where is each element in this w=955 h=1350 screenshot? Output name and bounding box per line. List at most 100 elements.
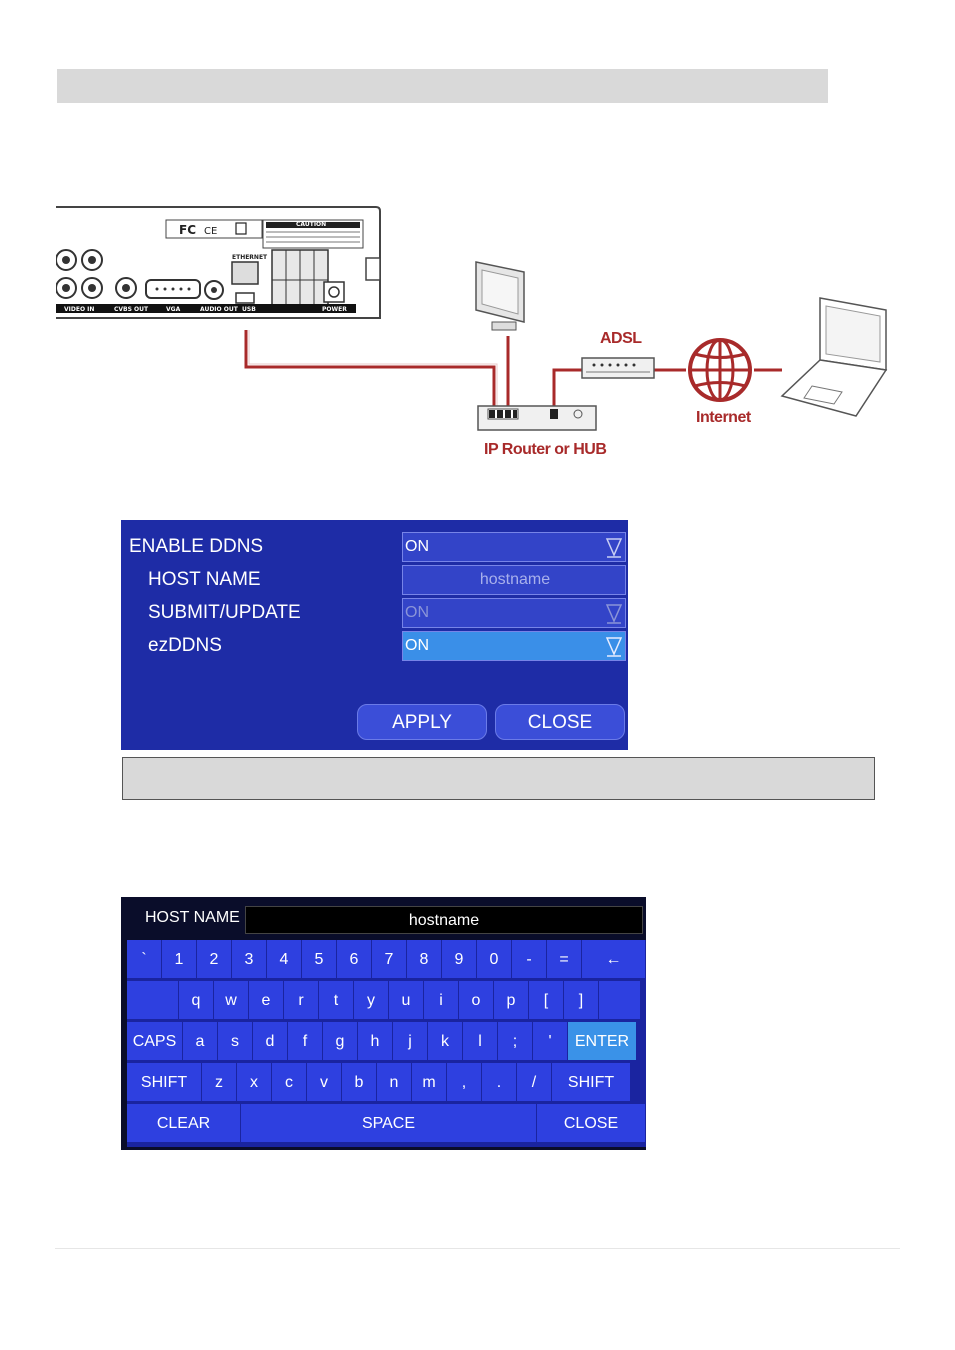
key-clear[interactable]: CLEAR <box>127 1104 241 1143</box>
ezddns-select[interactable]: ON <box>402 631 626 661</box>
key-blank[interactable] <box>599 981 641 1020</box>
submit-update-label: SUBMIT/UPDATE <box>148 602 301 623</box>
svg-text:FC: FC <box>179 223 196 237</box>
key-equals[interactable]: = <box>547 940 582 979</box>
panel-label-audio-out: AUDIO OUT <box>200 306 238 313</box>
enable-ddns-select[interactable]: ON <box>402 532 626 562</box>
key-caps[interactable]: CAPS <box>127 1022 183 1061</box>
router-icon <box>477 405 597 431</box>
close-button[interactable]: CLOSE <box>495 704 625 740</box>
svg-text:CE: CE <box>204 226 217 237</box>
key-semicolon[interactable]: ; <box>498 1022 533 1061</box>
key-shift[interactable]: SHIFT <box>127 1063 202 1102</box>
key-4[interactable]: 4 <box>267 940 302 979</box>
panel-label-usb: USB <box>242 306 256 313</box>
key-e[interactable]: e <box>249 981 284 1020</box>
host-name-label: HOST NAME <box>148 569 261 590</box>
key-h[interactable]: h <box>358 1022 393 1061</box>
key-close[interactable]: CLOSE <box>537 1104 646 1143</box>
ezddns-label: ezDDNS <box>148 635 222 656</box>
key-1[interactable]: 1 <box>162 940 197 979</box>
key-quote[interactable]: ' <box>533 1022 568 1061</box>
key-a[interactable]: a <box>183 1022 218 1061</box>
adsl-label: ADSL <box>600 330 642 347</box>
ddns-settings-panel: ENABLE DDNS ON HOST NAME hostname SUBMIT… <box>121 520 628 750</box>
panel-label-power: POWER <box>322 306 347 313</box>
key-v[interactable]: v <box>307 1063 342 1102</box>
key-x[interactable]: x <box>237 1063 272 1102</box>
key-o[interactable]: o <box>459 981 494 1020</box>
key-d[interactable]: d <box>253 1022 288 1061</box>
key-l[interactable]: l <box>463 1022 498 1061</box>
key-2[interactable]: 2 <box>197 940 232 979</box>
key-k[interactable]: k <box>428 1022 463 1061</box>
key-n[interactable]: n <box>377 1063 412 1102</box>
key-space[interactable]: SPACE <box>241 1104 537 1143</box>
key-3[interactable]: 3 <box>232 940 267 979</box>
submit-update-select[interactable]: ON <box>402 598 626 628</box>
key-8[interactable]: 8 <box>407 940 442 979</box>
key-j[interactable]: j <box>393 1022 428 1061</box>
key-t[interactable]: t <box>319 981 354 1020</box>
key-blank[interactable] <box>127 981 179 1020</box>
key-5[interactable]: 5 <box>302 940 337 979</box>
key-minus[interactable]: - <box>512 940 547 979</box>
dropdown-arrow-icon <box>605 604 623 624</box>
dropdown-arrow-icon <box>605 538 623 558</box>
internet-label: Internet <box>696 409 751 426</box>
key-w[interactable]: w <box>214 981 249 1020</box>
key-9[interactable]: 9 <box>442 940 477 979</box>
apply-button[interactable]: APPLY <box>357 704 487 740</box>
key-i[interactable]: i <box>424 981 459 1020</box>
key-f[interactable]: f <box>288 1022 323 1061</box>
footer-divider <box>55 1248 900 1249</box>
enable-ddns-value: ON <box>405 538 429 555</box>
key-g[interactable]: g <box>323 1022 358 1061</box>
key-enter[interactable]: ENTER <box>568 1022 637 1061</box>
router-label: IP Router or HUB <box>484 441 607 458</box>
key-z[interactable]: z <box>202 1063 237 1102</box>
key-6[interactable]: 6 <box>337 940 372 979</box>
section-header-bar <box>57 69 828 103</box>
key-shift[interactable]: SHIFT <box>552 1063 631 1102</box>
host-name-input[interactable]: hostname <box>402 565 626 595</box>
monitor-icon <box>475 261 525 331</box>
dropdown-arrow-icon <box>605 637 623 657</box>
globe-icon <box>688 338 752 402</box>
laptop-icon <box>780 297 888 417</box>
enable-ddns-label: ENABLE DDNS <box>129 536 264 557</box>
key-backtick[interactable]: ` <box>127 940 162 979</box>
key-backspace[interactable]: ← <box>582 940 646 979</box>
key-0[interactable]: 0 <box>477 940 512 979</box>
key-c[interactable]: c <box>272 1063 307 1102</box>
note-box <box>122 757 875 800</box>
key-7[interactable]: 7 <box>372 940 407 979</box>
key-u[interactable]: u <box>389 981 424 1020</box>
key-m[interactable]: m <box>412 1063 447 1102</box>
modem-icon <box>581 357 655 379</box>
key-r[interactable]: r <box>284 981 319 1020</box>
panel-label-cvbs-out: CVBS OUT <box>114 306 149 313</box>
key-b[interactable]: b <box>342 1063 377 1102</box>
key-s[interactable]: s <box>218 1022 253 1061</box>
ezddns-value: ON <box>405 637 429 654</box>
keyboard-host-name-input[interactable]: hostname <box>245 906 643 934</box>
panel-label-vga: VGA <box>166 306 181 313</box>
panel-label-video-in: VIDEO IN <box>64 306 95 313</box>
panel-label-ethernet: ETHERNET <box>232 254 268 261</box>
key-period[interactable]: . <box>482 1063 517 1102</box>
panel-label-caution: CAUTION <box>296 221 327 228</box>
keyboard-host-name-label: HOST NAME <box>145 909 240 926</box>
key-y[interactable]: y <box>354 981 389 1020</box>
key-p[interactable]: p <box>494 981 529 1020</box>
key-comma[interactable]: , <box>447 1063 482 1102</box>
submit-update-value: ON <box>405 604 429 621</box>
key-right-bracket[interactable]: ] <box>564 981 599 1020</box>
key-q[interactable]: q <box>179 981 214 1020</box>
dvr-rear-panel-icon: FC CE <box>56 206 381 319</box>
network-diagram: FC CE <box>56 200 906 470</box>
key-slash[interactable]: / <box>517 1063 552 1102</box>
key-left-bracket[interactable]: [ <box>529 981 564 1020</box>
